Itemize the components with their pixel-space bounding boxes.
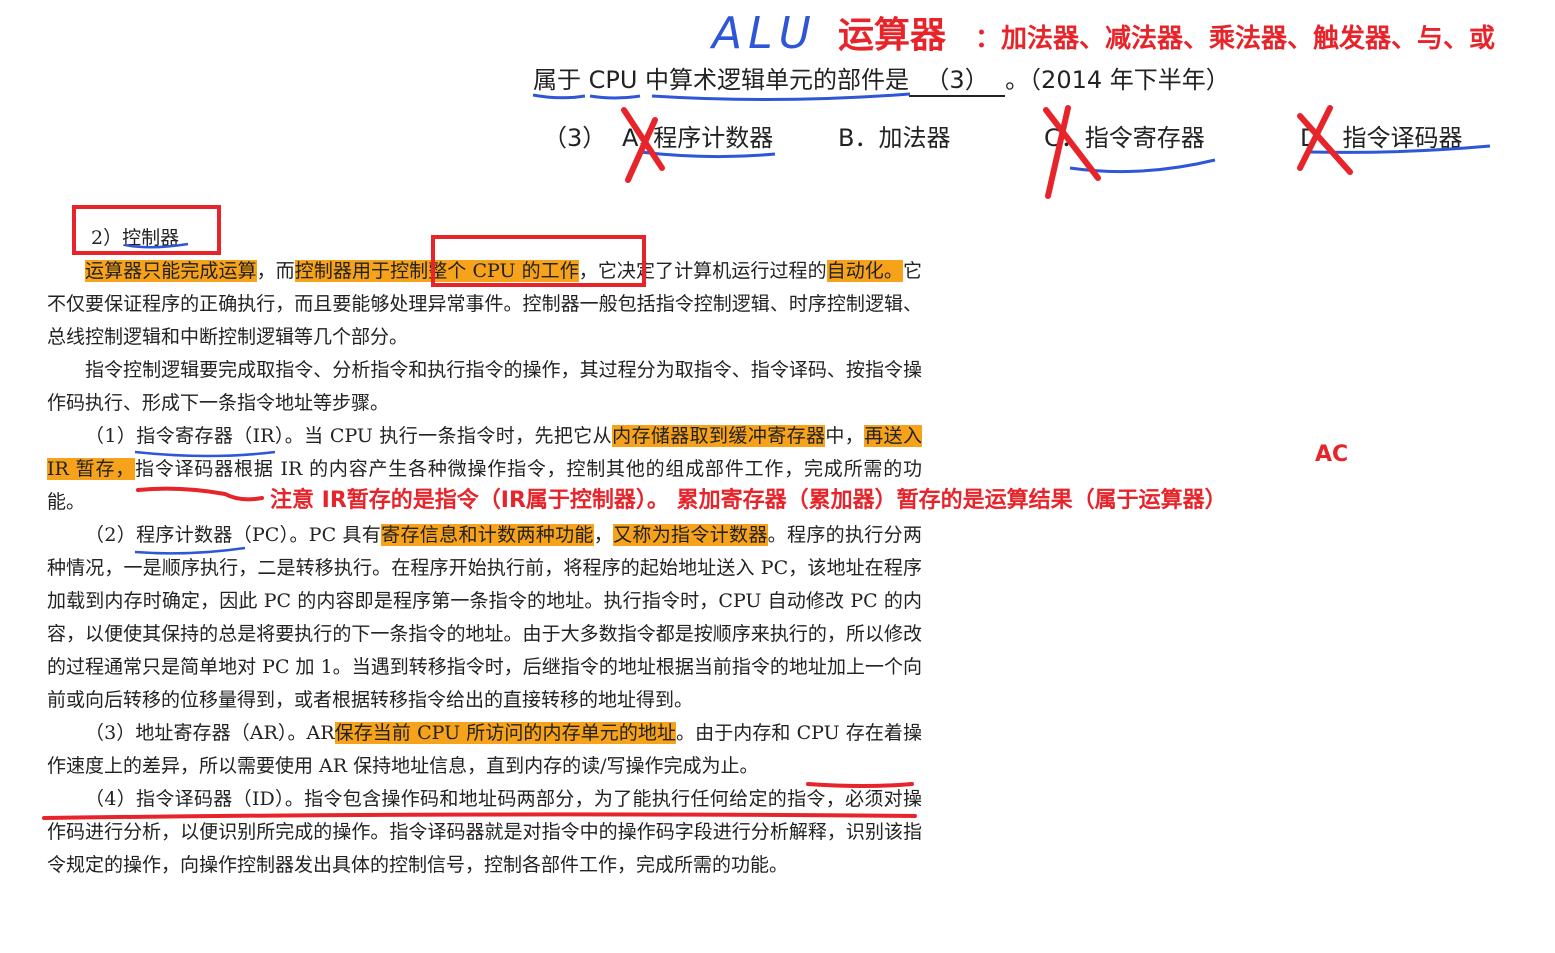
text-fragment: ，它决定了计算机运行过程的 xyxy=(578,260,827,282)
highlight-pc-functions: 寄存信息和计数两种功能 xyxy=(381,524,594,546)
blue-underline xyxy=(1069,158,1216,174)
highlight-only-compute: 只能完成运算 xyxy=(142,260,257,282)
topic-list: ：加法器、减法器、乘法器、触发器、与、或 xyxy=(975,24,1496,54)
topic-title: 运算器 xyxy=(838,15,947,56)
question-stem-suffix: 。（2014 年下半年） xyxy=(1005,66,1230,94)
paragraph-id: （4）指令译码器（ID）。指令包含操作码和地址码两部分，为了能执行任何给定的指令… xyxy=(47,788,922,876)
option-a: A. 程序计数器 xyxy=(622,124,774,152)
question-stem-prefix: 属于 CPU 中算术逻辑单元的部件是 xyxy=(533,66,910,94)
text-fragment: 它不仅要保证程序的正确执行，而且要能够处理异常事件。控制器一般包括指令控制逻辑、… xyxy=(47,260,922,348)
controller-role-box xyxy=(431,235,646,287)
text-fragment: ， xyxy=(593,524,614,546)
highlight-alu: 运算器 xyxy=(85,260,143,282)
text-fragment: 中， xyxy=(825,425,865,447)
answer-label: AC xyxy=(1315,442,1349,467)
paragraph-controller: 运算器只能完成运算，而控制器用于控制整个 CPU 的工作，它决定了计算机运行过程… xyxy=(47,255,922,354)
text-fragment: 。由于内存和 CPU 存在着操作速度上的差异，所以需要使用 AR 保持地址信息，… xyxy=(47,722,922,777)
highlight-ar-role: 保存当前 CPU 所访问的内存单元的地址 xyxy=(334,722,677,744)
text-fragment: 。程序的执行分两种情况，一是顺序执行，二是转移执行。在程序开始执行前，将程序的起… xyxy=(47,524,922,711)
paragraph-ar: （3）地址寄存器（AR）。AR保存当前 CPU 所访问的内存单元的地址。由于内存… xyxy=(47,717,922,783)
question-blank: （3） xyxy=(909,60,1006,97)
options-label: （3） xyxy=(543,124,607,152)
highlight-automation: 自动化。 xyxy=(826,260,903,282)
section-head-box xyxy=(72,205,221,255)
document-body: 2）控制器 运算器只能完成运算，而控制器用于控制整个 CPU 的工作，它决定了计… xyxy=(47,222,922,882)
highlight-pc-alias: 又称为指令计数器 xyxy=(613,524,768,546)
text-fragment: （3）地址寄存器（AR）。AR xyxy=(85,722,335,744)
highlight-controller-role: 控制器用于控制整个 CPU 的工作 xyxy=(294,260,579,282)
option-b: B．加法器 xyxy=(838,124,951,152)
text-fragment: （1）指令寄存器（IR）。当 CPU 执行一条指令时，先把它从 xyxy=(85,425,613,447)
annotation-note: 注意 IR暂存的是指令（IR属于控制器）。 累加寄存器（累加器）暂存的是运算结果… xyxy=(270,488,1227,513)
paragraph-instruction-control: 指令控制逻辑要完成取指令、分析指令和执行指令的操作，其过程分为取指令、指令译码、… xyxy=(47,359,922,414)
highlight-memory-to-buffer: 内存储器取到缓冲寄存器 xyxy=(612,425,826,447)
text-fragment: 指令译码器根据 IR 的内容产生各种微操作指令，控制其他的组成部件工作，完成所需… xyxy=(47,458,922,513)
option-d: D．指令译码器 xyxy=(1300,124,1463,152)
text-fragment: （2）程序计数器（PC）。PC 具有 xyxy=(85,524,382,546)
text-fragment: ，而 xyxy=(256,260,295,282)
option-c: C．指令寄存器 xyxy=(1044,124,1205,152)
question-stem: 属于 CPU 中算术逻辑单元的部件是（3）。（2014 年下半年） xyxy=(533,60,1230,97)
handwritten-alu-note: ALU xyxy=(712,8,817,59)
paragraph-pc: （2）程序计数器（PC）。PC 具有寄存信息和计数两种功能，又称为指令计数器。程… xyxy=(47,519,922,717)
